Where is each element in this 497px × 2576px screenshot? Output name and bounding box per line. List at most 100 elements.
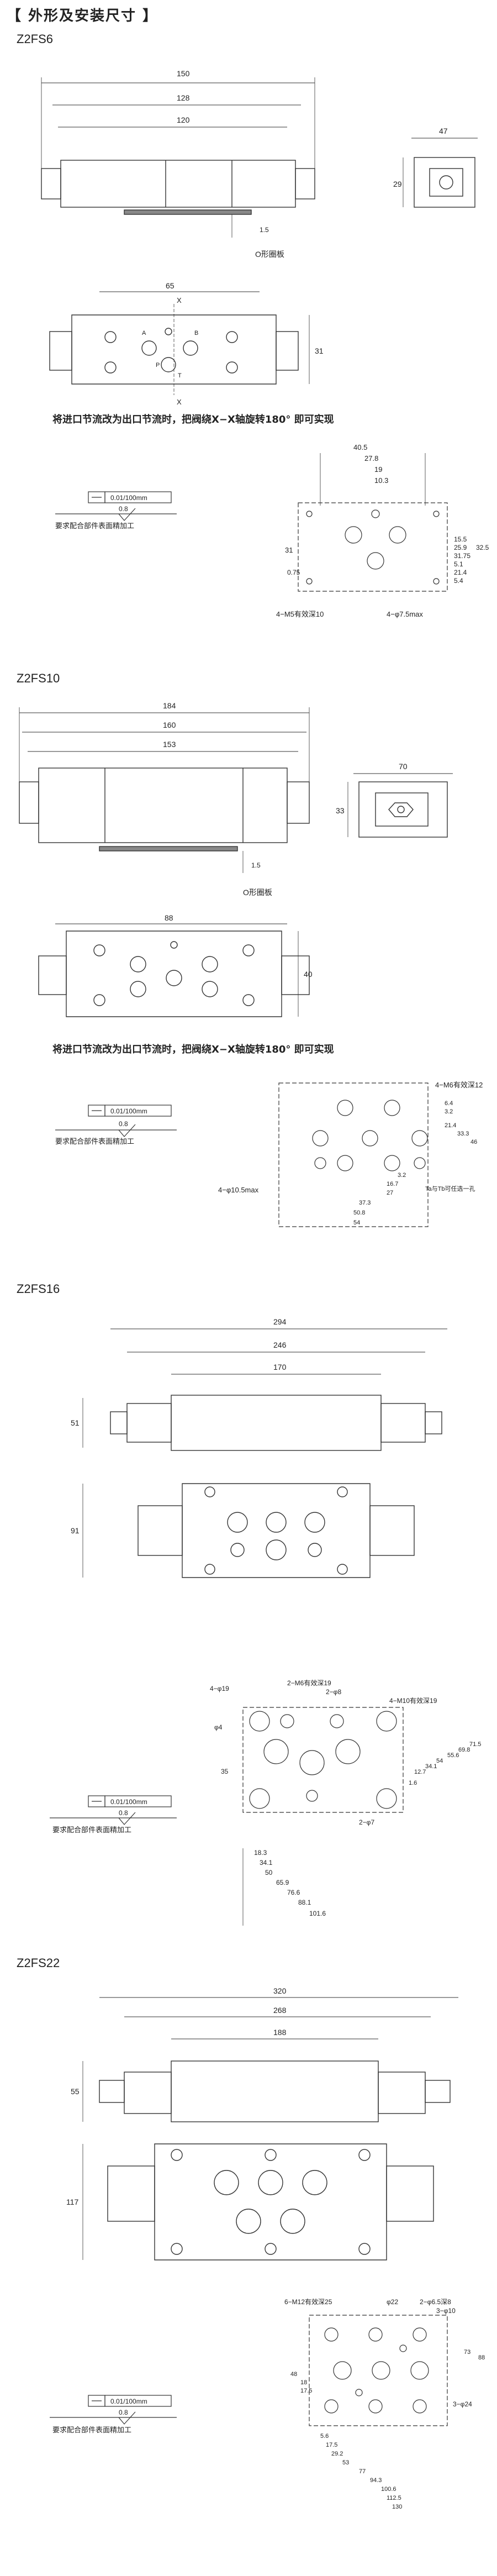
z2fs16-flatness: 0.01/100mm bbox=[110, 1798, 147, 1806]
z2fs16-dim-34-1-b: 34.1 bbox=[260, 1859, 273, 1867]
z2fs6-dim-40-5: 40.5 bbox=[353, 443, 367, 451]
z2fs10-dim-3-2: 3.2 bbox=[398, 1172, 406, 1179]
z2fs22-top-view bbox=[82, 2143, 434, 2260]
z2fs16-drawing: 294 246 170 51 91 bbox=[71, 1317, 447, 1578]
z2fs22-dim-88: 88 bbox=[478, 2354, 485, 2361]
z2fs10-roughness-note: 要求配合部件表面精加工 bbox=[55, 1137, 134, 1145]
z2fs16-mounting-face bbox=[242, 1707, 404, 1813]
z2fs16-side-51: 51 bbox=[71, 1418, 80, 1427]
z2fs16-dim-170: 170 bbox=[273, 1363, 287, 1371]
z2fs6-roughness: 0.8 bbox=[119, 505, 128, 513]
z2fs10-dim-1-5: 1.5 bbox=[251, 861, 261, 869]
z2fs22-dim-17-5: 17.5 bbox=[326, 2442, 337, 2448]
z2fs10-dim-27: 27 bbox=[387, 1190, 393, 1196]
z2fs10-top-40: 40 bbox=[304, 970, 313, 979]
z2fs6-dim-5-1: 5.1 bbox=[454, 560, 463, 568]
z2fs10-dim-160: 160 bbox=[163, 721, 176, 729]
z2fs16-dim-294: 294 bbox=[273, 1317, 287, 1326]
z2fs6-dim-25-9: 25.9 bbox=[454, 544, 467, 551]
z2fs6-dim-150: 150 bbox=[177, 69, 190, 78]
z2fs22-m12-label: 6−M12有效深25 bbox=[284, 2298, 332, 2306]
z2fs6-x-top: X bbox=[177, 296, 182, 304]
z2fs16-dim-246: 246 bbox=[273, 1340, 287, 1349]
z2fs10-front-view bbox=[19, 707, 310, 873]
z2fs22-roughness: 0.8 bbox=[119, 2409, 128, 2416]
z2fs10-dim-54: 54 bbox=[353, 1219, 360, 1226]
z2fs10-side-view bbox=[347, 773, 453, 838]
z2fs10-top-view: 88 40 bbox=[38, 913, 313, 1017]
z2fs6-dim-1-5: 1.5 bbox=[260, 226, 269, 234]
z2fs6-mounting-face bbox=[298, 453, 448, 592]
z2fs10-dim-153: 153 bbox=[163, 740, 176, 749]
z2fs16-dim-69-8: 69.8 bbox=[458, 1747, 470, 1753]
z2fs16-m6-label: 2−M6有效深19 bbox=[287, 1679, 331, 1687]
z2fs22-dim-320: 320 bbox=[273, 1986, 287, 1995]
z2fs16-dim-88-1: 88.1 bbox=[298, 1899, 311, 1906]
z2fs10-screws-label: 4−M6有效深12 bbox=[435, 1081, 483, 1089]
z2fs10-dim-33-3: 33.3 bbox=[457, 1131, 469, 1137]
z2fs6-port-a: A bbox=[142, 330, 146, 337]
z2fs22-dim-94-3: 94.3 bbox=[370, 2477, 382, 2484]
z2fs6-drawing: 150 128 120 1.5 O形圈板 47 29 bbox=[41, 69, 478, 259]
z2fs10-dim-46: 46 bbox=[470, 1139, 477, 1145]
z2fs16-side-91: 91 bbox=[71, 1526, 80, 1535]
z2fs6-side-view bbox=[403, 138, 478, 208]
z2fs6-front-view bbox=[41, 77, 315, 238]
z2fs10-mounting-face bbox=[278, 1082, 429, 1227]
z2fs10-top-88: 88 bbox=[165, 913, 173, 922]
z2fs22-flatness: 0.01/100mm bbox=[110, 2398, 147, 2405]
z2fs22-front-view bbox=[82, 1997, 458, 2122]
z2fs16-phi19-label: 4−φ19 bbox=[210, 1685, 229, 1692]
z2fs16-phi7-label: 2−φ7 bbox=[359, 1818, 374, 1826]
z2fs10-side-33: 33 bbox=[336, 806, 345, 815]
model-title-z2fs16: Z2FS16 bbox=[17, 1282, 60, 1296]
z2fs22-phi65-label: 2−φ6.5深8 bbox=[420, 2298, 451, 2306]
z2fs6-port-t: T bbox=[178, 372, 182, 379]
z2fs6-dim-27-8: 27.8 bbox=[364, 454, 378, 462]
z2fs10-dim-37-3: 37.3 bbox=[359, 1200, 371, 1206]
z2fs22-phi22-label: φ22 bbox=[387, 2298, 398, 2306]
z2fs22-mounting-face bbox=[309, 2315, 448, 2426]
z2fs10-dim-50-8: 50.8 bbox=[353, 1210, 365, 1216]
z2fs22-dim-29-2: 29.2 bbox=[331, 2451, 343, 2457]
z2fs22-dim-100-6: 100.6 bbox=[381, 2486, 396, 2493]
z2fs16-top-view bbox=[82, 1483, 415, 1578]
model-title-z2fs6: Z2FS6 bbox=[17, 32, 54, 46]
z2fs10-ta-note: Ta与Tb可任选一孔 bbox=[425, 1185, 475, 1192]
page-title: 【 外形及安装尺寸 】 bbox=[7, 8, 158, 24]
z2fs10-roughness: 0.8 bbox=[119, 1120, 128, 1128]
z2fs6-top-31: 31 bbox=[315, 346, 324, 355]
z2fs16-dim-55-6: 55.6 bbox=[447, 1752, 459, 1759]
z2fs10-dim-184: 184 bbox=[163, 701, 176, 710]
z2fs6-dim-31: 31 bbox=[285, 546, 293, 554]
z2fs6-flatness-symbol bbox=[55, 491, 177, 521]
z2fs22-dim-268: 268 bbox=[273, 2006, 287, 2015]
z2fs16-flatness-symbol bbox=[50, 1795, 177, 1825]
z2fs16-dim-54: 54 bbox=[436, 1758, 443, 1764]
z2fs6-dim-31-75: 31.75 bbox=[454, 552, 470, 560]
z2fs16-roughness: 0.8 bbox=[119, 1809, 128, 1817]
z2fs6-dim-0-75: 0.75 bbox=[287, 569, 300, 576]
z2fs10-dim-3-2b: 3.2 bbox=[445, 1108, 453, 1115]
z2fs22-dim-53: 53 bbox=[342, 2459, 349, 2466]
z2fs10-holes-label: 4−φ10.5max bbox=[218, 1186, 259, 1194]
z2fs22-dim-112-5: 112.5 bbox=[387, 2495, 401, 2501]
z2fs16-dim-71-5: 71.5 bbox=[469, 1741, 481, 1748]
z2fs6-oring-label: O形圈板 bbox=[255, 250, 284, 259]
z2fs10-drawing: 184 160 153 1.5 O形圈板 70 33 bbox=[19, 701, 453, 897]
z2fs22-dim-73: 73 bbox=[464, 2349, 470, 2356]
z2fs16-roughness-note: 要求配合部件表面精加工 bbox=[52, 1826, 131, 1834]
z2fs6-screws-label: 4−M5有效深10 bbox=[276, 610, 324, 618]
z2fs16-dim-101-6: 101.6 bbox=[309, 1910, 326, 1917]
z2fs6-roughness-note: 要求配合部件表面精加工 bbox=[55, 522, 134, 530]
z2fs10-dim-6-4: 6.4 bbox=[445, 1100, 453, 1107]
z2fs6-side-29: 29 bbox=[393, 180, 402, 188]
z2fs6-top-65: 65 bbox=[166, 281, 175, 290]
z2fs16-phi4-label: φ4 bbox=[214, 1723, 223, 1731]
z2fs6-dim-15-5: 15.5 bbox=[454, 535, 467, 543]
z2fs22-dim-17-5-side: 17.5 bbox=[300, 2388, 312, 2394]
z2fs16-dim-76-6: 76.6 bbox=[287, 1889, 300, 1896]
z2fs10-dim-21-4: 21.4 bbox=[445, 1122, 456, 1129]
z2fs6-port-p: P bbox=[156, 362, 160, 369]
